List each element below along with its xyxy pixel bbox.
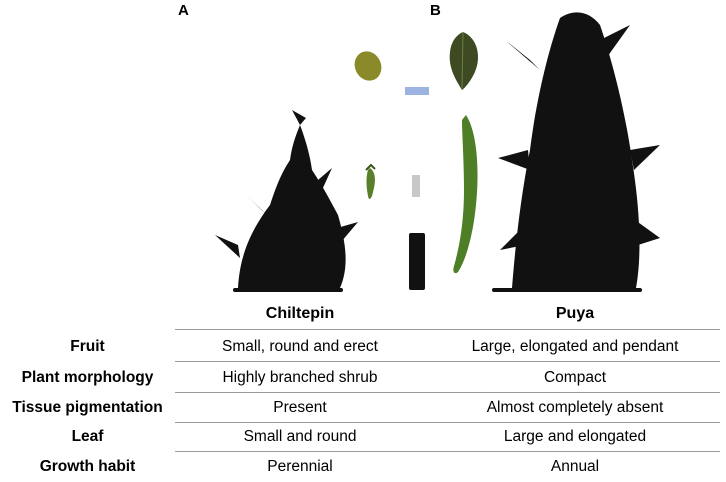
panel-label-b: B <box>430 2 441 19</box>
row-label-fruit: Fruit <box>70 338 105 355</box>
table-divider <box>175 422 720 423</box>
cell-chiltepin-tissue-pigmentation: Present <box>273 399 327 416</box>
plant-comparison-figure <box>215 12 660 292</box>
row-label-leaf: Leaf <box>71 428 104 445</box>
cell-chiltepin-fruit: Small, round and erect <box>222 338 378 355</box>
row-label-growth-habit: Growth habit <box>39 458 136 475</box>
cell-puya-fruit: Large, elongated and pendant <box>471 338 679 355</box>
puya-plant-silhouette <box>492 12 660 292</box>
column-header-chiltepin: Chiltepin <box>265 305 335 322</box>
column-header-puya: Puya <box>555 305 595 322</box>
scale-bar-blue <box>405 87 429 95</box>
row-label-plant-morphology: Plant morphology <box>21 369 154 386</box>
cell-puya-tissue-pigmentation: Almost completely absent <box>486 399 664 416</box>
cell-chiltepin-leaf: Small and round <box>243 428 357 445</box>
table-divider <box>175 361 720 362</box>
scale-bar-gray <box>412 175 420 197</box>
scale-bar-black <box>409 233 425 290</box>
row-label-tissue-pigmentation: Tissue pigmentation <box>12 399 163 416</box>
cell-puya-plant-morphology: Compact <box>543 369 607 386</box>
table-divider <box>175 392 720 393</box>
cell-puya-leaf: Large and elongated <box>503 428 647 445</box>
chiltepin-plant-silhouette <box>215 110 358 292</box>
chiltepin-leaf-image <box>354 51 382 81</box>
cell-chiltepin-plant-morphology: Highly branched shrub <box>222 369 378 386</box>
cell-chiltepin-growth-habit: Perennial <box>267 458 333 475</box>
panel-label-a: A <box>178 2 189 19</box>
table-divider <box>175 451 720 452</box>
puya-fruit-image <box>453 115 478 274</box>
puya-leaf-image <box>449 31 479 91</box>
table-divider <box>175 329 720 330</box>
chiltepin-fruit-image <box>366 168 375 199</box>
cell-puya-growth-habit: Annual <box>550 458 600 475</box>
